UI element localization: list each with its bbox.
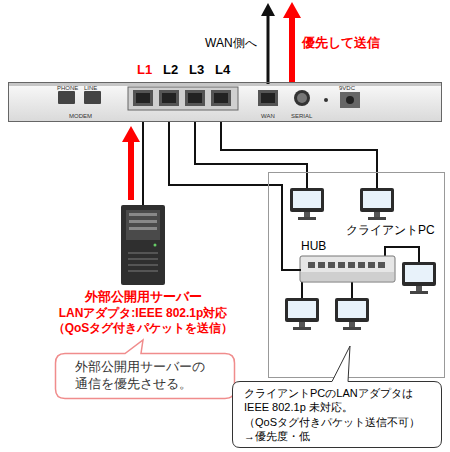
port-number: L1: [137, 62, 152, 78]
port-number: L3: [189, 62, 204, 78]
port-caption: LINE: [84, 85, 97, 92]
priority-arrow-head: [283, 2, 301, 18]
port-caption: 9VDC: [339, 85, 355, 92]
dc-jack-hole: [346, 96, 354, 104]
server-caption: 外部公開用サーバー: [41, 289, 245, 306]
port-caption: SERIAL: [291, 113, 312, 120]
wan-arrow-shaft: [267, 14, 270, 84]
wan-port: [258, 90, 278, 106]
server-arrow-head: [122, 126, 140, 142]
lan-cable: [221, 122, 377, 188]
line-jack: [84, 91, 101, 104]
server-vent: [128, 252, 158, 254]
port-frame: [128, 87, 238, 110]
hub-port: [378, 262, 385, 268]
hub-port: [318, 262, 325, 268]
lan-port-hole: [162, 93, 176, 103]
lan-port-hole: [188, 93, 202, 103]
server-arrow-shaft: [128, 138, 134, 200]
client-area: クライアントPC HUB: [268, 172, 445, 378]
lan-port: [185, 90, 205, 106]
server-tower: [121, 205, 165, 285]
hub-port: [308, 262, 315, 268]
lan-cable: [142, 122, 144, 205]
lan-cable: [351, 282, 353, 298]
direction-label: WAN側へ: [205, 36, 257, 50]
callout-text: クライアントPCのLANアダプタは IEEE 802.1p 未対応。 （QoSタ…: [244, 386, 430, 443]
client-pc: [360, 188, 394, 220]
priority-arrow-shaft: [289, 16, 295, 82]
port-caption: WAN: [261, 113, 275, 120]
hub-port: [338, 262, 345, 268]
server-node: 外部公開用サーバーLANアダプタ:IEEE 802.1p対応 （QoSタグ付きパ…: [41, 205, 245, 337]
priority-label: 優先して送信: [302, 35, 380, 51]
hub-front: [301, 272, 394, 281]
client-pc: [290, 188, 324, 220]
callout-shape: [56, 340, 235, 399]
port-caption: MODEM: [69, 113, 92, 120]
device-label: HUB: [301, 239, 326, 255]
client-pc: [335, 298, 369, 330]
wan-arrow-head: [261, 3, 275, 16]
callout-shape: [233, 346, 442, 448]
lan-cable: [195, 122, 307, 188]
serial-connector-inner: [297, 93, 307, 103]
drive-slot: [129, 227, 157, 230]
drive-slot: [129, 220, 157, 223]
router-body: PHONE LINE MODEM WAN SERIAL 9VDC: [8, 82, 442, 122]
lan-port: [159, 90, 179, 106]
port-number: L4: [215, 62, 230, 78]
serial-connector: [294, 90, 310, 106]
server-vent: [128, 258, 158, 260]
router-housing: [8, 82, 442, 122]
callout-bubble: 外部公開用サーバーの 通信を優先させる。: [55, 353, 235, 399]
dc-jack: [340, 92, 360, 108]
lan-cable: [301, 282, 303, 298]
indicator-dot: [324, 98, 328, 102]
phone-jack: [58, 91, 75, 104]
port-number: L2: [163, 62, 178, 78]
callout-text: 外部公開用サーバーの 通信を優先させる。: [75, 359, 215, 393]
server-caption: LANアダプタ:IEEE 802.1p対応 （QoSタグ付きパケットを送信）: [41, 306, 245, 337]
server-vent: [128, 270, 158, 272]
port-caption: PHONE: [57, 85, 78, 92]
callout-box: クライアントPCのLANアダプタは IEEE 802.1p 未対応。 （QoSタ…: [232, 381, 442, 448]
server-panel: [126, 210, 160, 240]
server-led: [154, 244, 157, 247]
lan-port: [211, 90, 231, 106]
hub-port: [348, 262, 355, 268]
lan-cable: [169, 122, 301, 270]
group-label: クライアントPC: [346, 223, 435, 239]
hub-box: HUB: [301, 257, 396, 283]
server-vent: [128, 264, 158, 266]
hub-port: [368, 262, 375, 268]
lan-port: [133, 90, 153, 106]
hub-port: [358, 262, 365, 268]
lan-port-hole: [214, 93, 228, 103]
client-pc: [402, 262, 436, 294]
wan-port-hole: [261, 93, 275, 103]
drive-slot: [129, 213, 157, 216]
lan-port-hole: [136, 93, 150, 103]
client-pc: [285, 298, 319, 330]
hub-device: [300, 256, 395, 282]
hub-port: [328, 262, 335, 268]
